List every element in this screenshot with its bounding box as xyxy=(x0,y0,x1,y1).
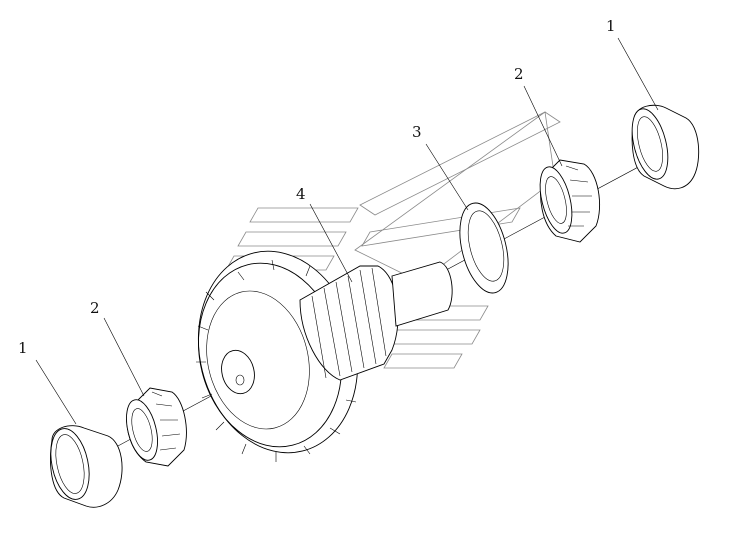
callout-left-cup-label: 1 xyxy=(18,339,28,357)
callout-shaft-gear-label: 4 xyxy=(296,185,306,203)
leader-lines xyxy=(35,37,659,425)
callout-spacer-label: 3 xyxy=(412,123,422,141)
watermark-logo xyxy=(213,111,561,369)
right-bearing-cup xyxy=(631,104,700,190)
left-bearing-cone xyxy=(126,387,187,467)
gear-shaft-assembly xyxy=(196,250,453,462)
callout-right-cone-label: 2 xyxy=(514,65,524,83)
spacer-ring xyxy=(459,202,509,294)
right-bearing-cone xyxy=(539,159,601,243)
left-bearing-cup xyxy=(50,425,123,508)
callout-right-cup-label: 1 xyxy=(606,17,616,35)
callout-left-cone-label: 2 xyxy=(90,299,100,317)
